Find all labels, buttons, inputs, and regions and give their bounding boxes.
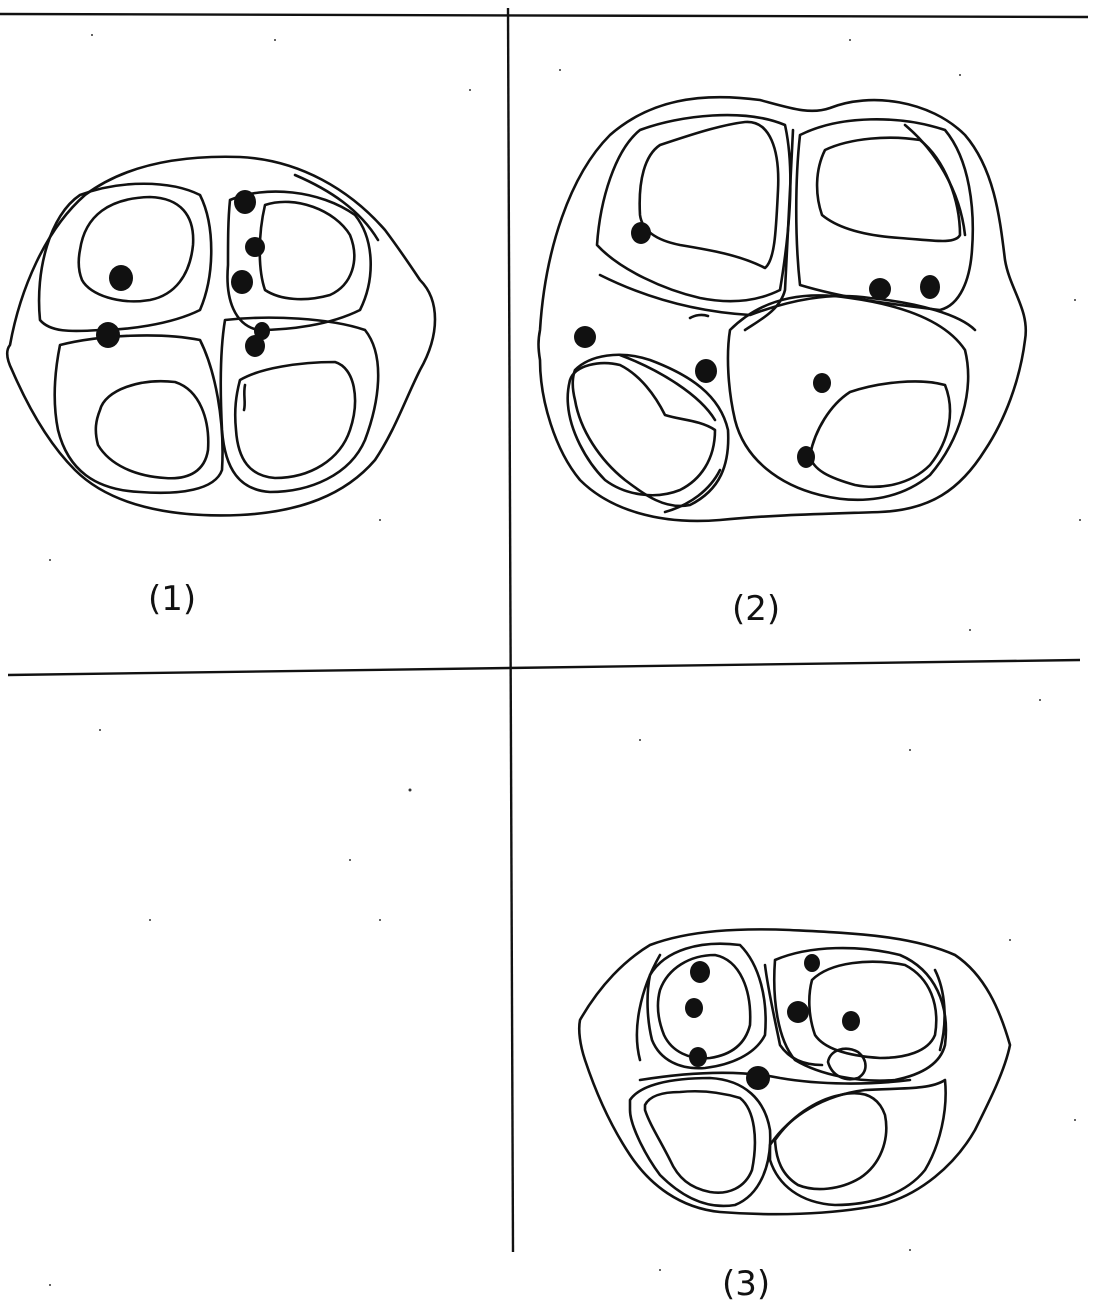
panel-2-label: (2) (732, 589, 780, 629)
panel-3-nucleus-dot (804, 954, 820, 972)
panel-1-nucleus-dot (231, 270, 253, 294)
panel-1-inner-scribble (244, 385, 245, 410)
panel-2-nucleus-dot (695, 359, 717, 383)
panel-3-cell-lower-right-wall (770, 1080, 946, 1205)
panel-2-diagram: (2) (539, 97, 1026, 629)
panel-1-nucleus-dot (245, 237, 265, 257)
middle-divider-line (8, 660, 1080, 675)
panel-3-cell-lower-right-lumen (775, 1093, 886, 1189)
panel-2-upper-right-arc (905, 125, 965, 235)
panel-3-nucleus-dot (842, 1011, 860, 1031)
panel-2-small-scribble (690, 315, 708, 318)
panel-3-nucleus-dot (690, 961, 710, 983)
panel-2-nucleus-dot (869, 278, 891, 300)
panel-1-cell-lower-right-lumen (235, 362, 355, 478)
panel-2-nucleus-dot (920, 275, 940, 299)
panel-1-diagram: (1) (7, 157, 435, 619)
panel-2-nucleus-dot (797, 446, 815, 468)
panel-3-nucleus-dot (787, 1001, 809, 1023)
panel-3-nucleus-dot (685, 998, 703, 1018)
panel-1-cell-upper-left-lumen (79, 197, 193, 301)
panel-1-nucleus-dot (234, 190, 256, 214)
panel-3-cell-upper-left-wall (648, 944, 766, 1069)
panel-1-nucleus-dot (245, 335, 265, 357)
panel-2-cell-upper-right-lumen (817, 138, 960, 241)
panel-3-nucleus-dot (746, 1066, 770, 1090)
panel-3-label: (3) (722, 1264, 770, 1304)
panel-3-diagram: (3) (579, 929, 1010, 1304)
panel-2-nucleus-dot (813, 373, 831, 393)
panel-2-nucleus-dot (631, 222, 651, 244)
panel-2-cell-upper-left-lumen (640, 122, 779, 268)
panel-1-nucleus-dot (109, 265, 133, 291)
panel-1-nucleus-dot (96, 322, 120, 348)
panel-2-cell-lower-right-wall (728, 295, 968, 499)
panel-1-cell-upper-left-wall (39, 184, 211, 331)
panel-1-cell-lower-left-lumen (96, 381, 208, 478)
panel-3-cell-upper-right-lumen (809, 962, 936, 1058)
top-divider-line (0, 14, 1088, 17)
panel-1-cell-upper-right-lumen (260, 202, 355, 299)
panel-2-cell-upper-left-wall (597, 115, 790, 301)
paper-speckles (49, 34, 1081, 1286)
panel-grid (0, 8, 1088, 1252)
panel-2-outer-wall (539, 97, 1026, 521)
panel-2-nucleus-dot (574, 326, 596, 348)
panel-2-cell-lower-right-lumen (810, 381, 950, 486)
panel-3-outer-wall (579, 929, 1010, 1214)
panel-1-label: (1) (148, 579, 196, 619)
panel-3-nucleus-dot (689, 1047, 707, 1067)
vertical-divider-line (508, 8, 513, 1252)
